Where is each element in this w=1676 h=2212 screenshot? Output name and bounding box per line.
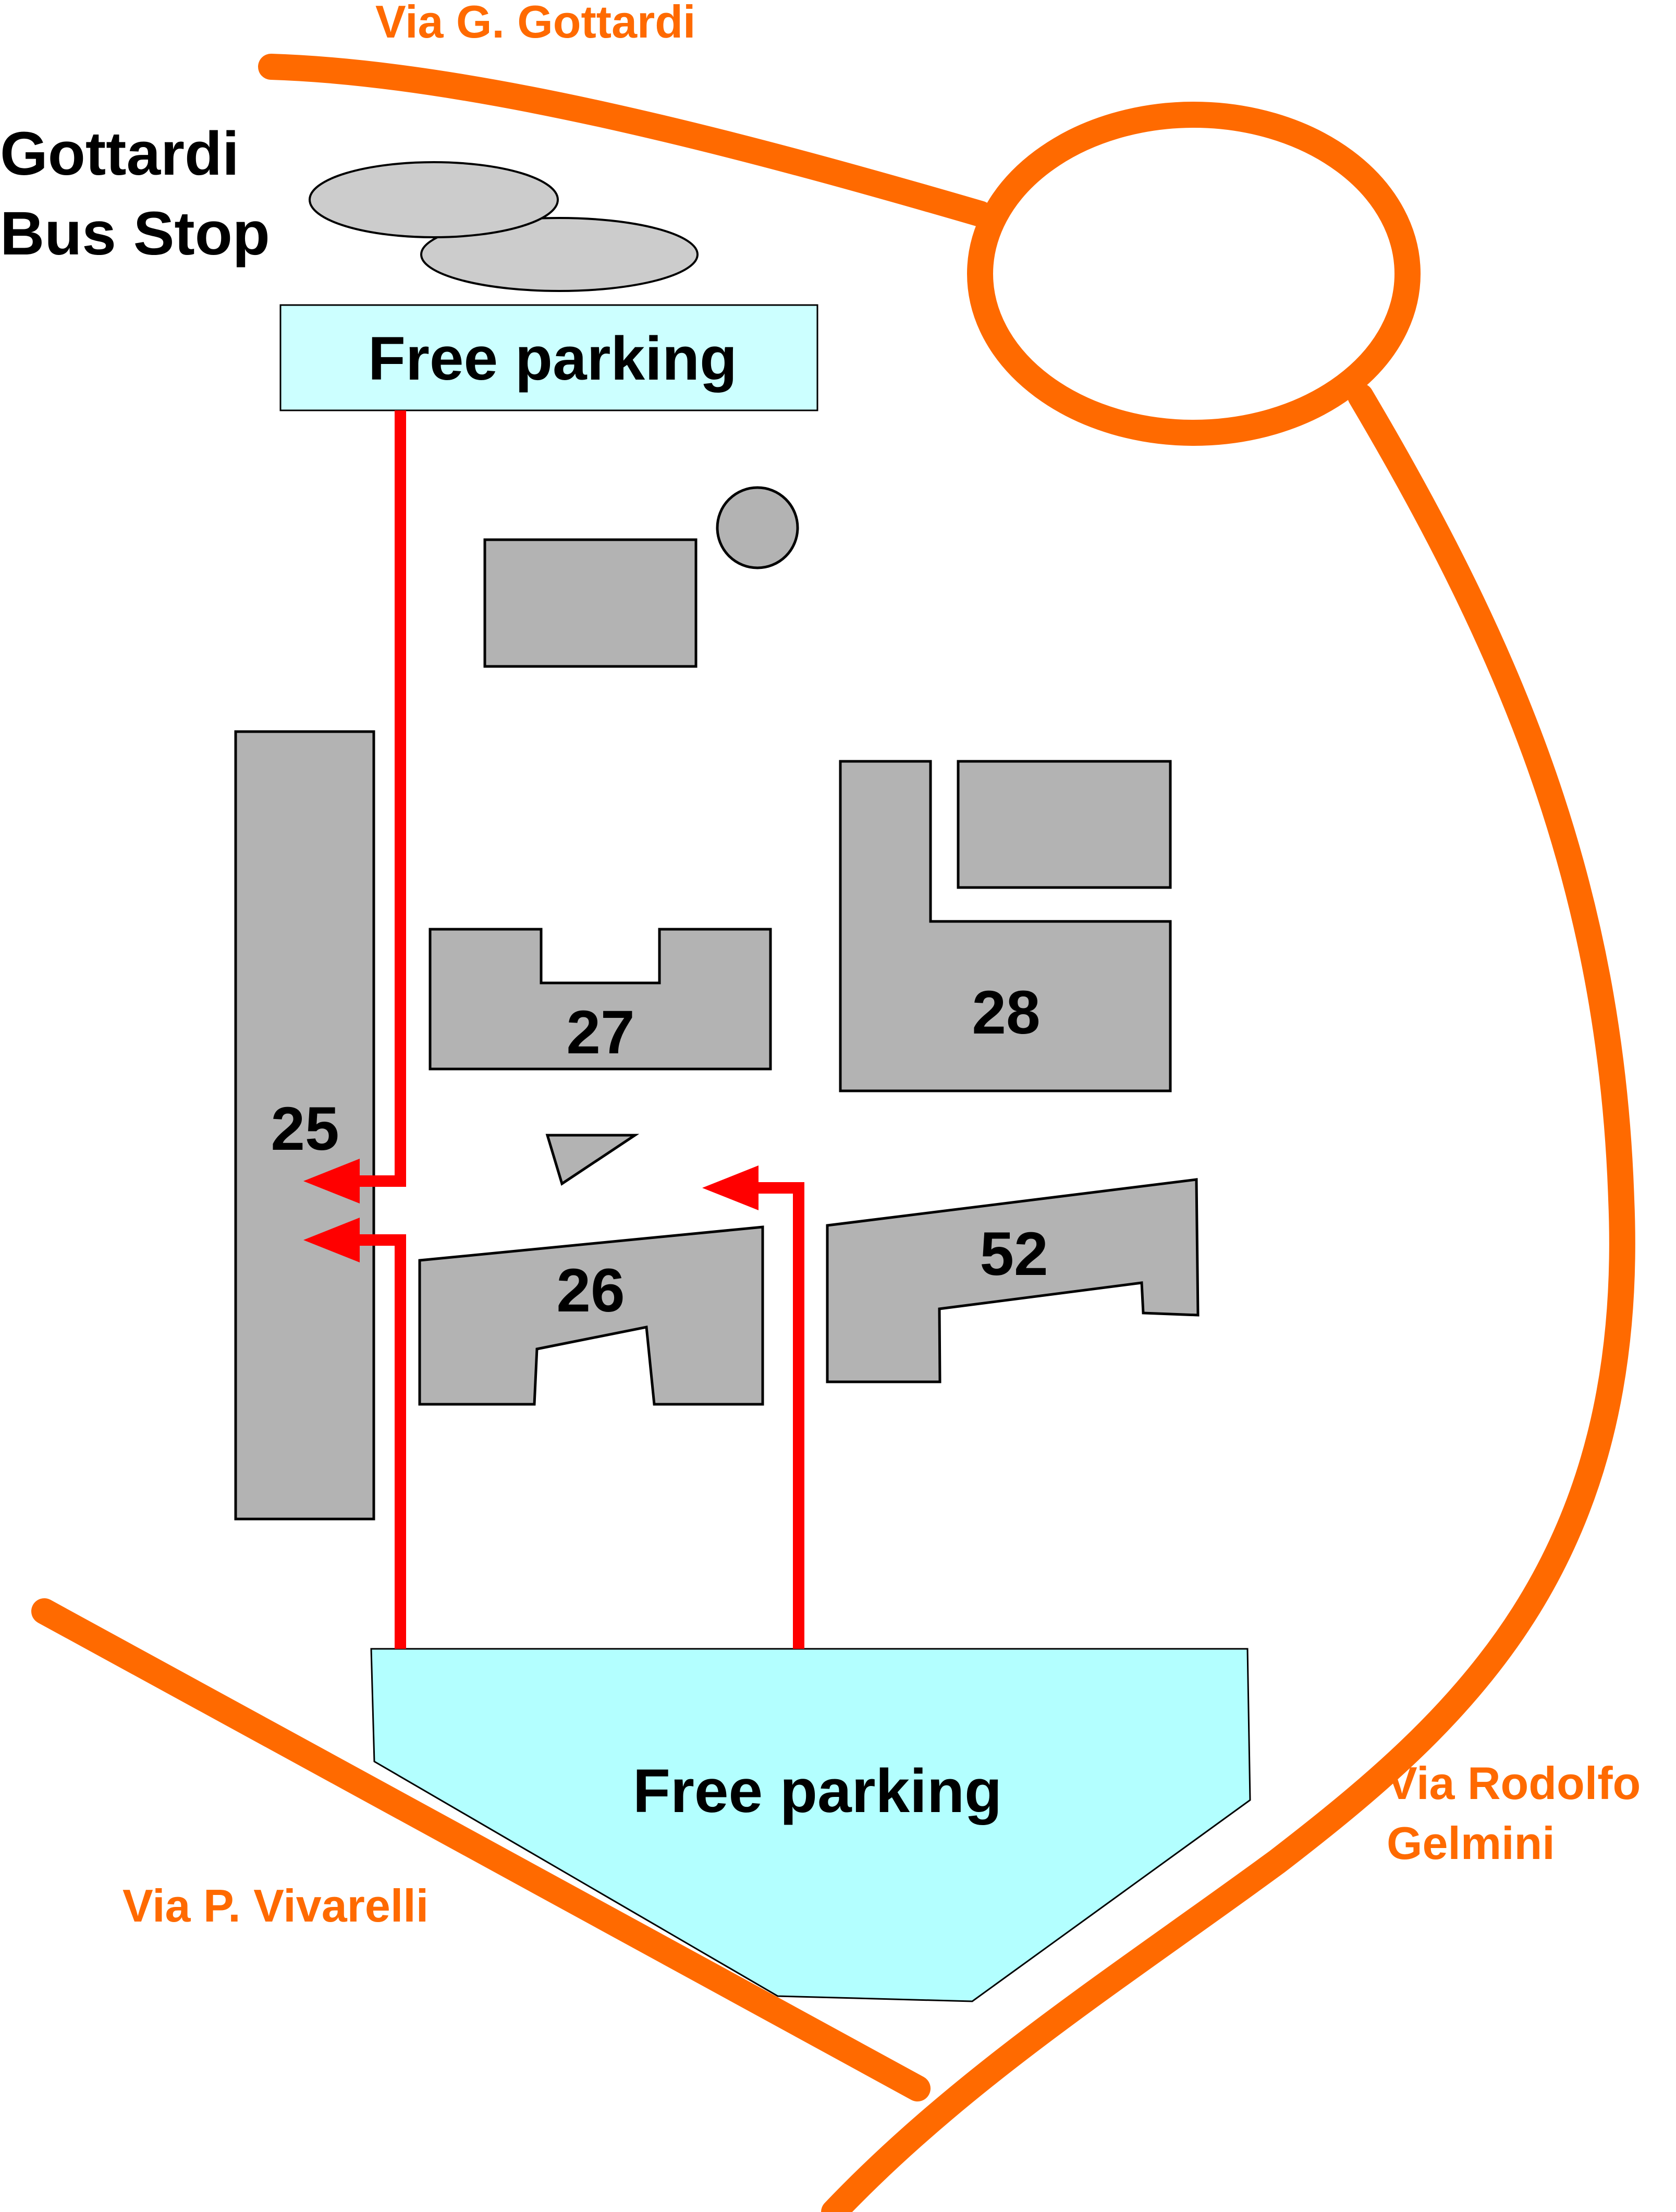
street-label-gelmini-line1: Via Rodolfo (1387, 1757, 1641, 1809)
building-26 (418, 1225, 764, 1406)
roads (31, 54, 1635, 2212)
bus-stop-shelter (309, 161, 559, 238)
building-27 (429, 928, 772, 1071)
route-arrowhead (702, 1165, 759, 1210)
building-label-52: 52 (980, 1220, 1048, 1289)
building-52 (826, 1178, 1200, 1383)
route-bottom-parking-to-26-52 (759, 1182, 804, 1649)
parking-label-bottom: Free parking (633, 1757, 1002, 1826)
building-north-round (716, 486, 799, 569)
building-label-25: 25 (271, 1095, 339, 1163)
parking-lot-top (279, 304, 818, 411)
road-roundabout (967, 102, 1421, 446)
street-label-gelmini-line2: Gelmini (1387, 1817, 1555, 1869)
parking-lot-bottom (370, 1648, 1251, 2002)
street-label-vivarelli: Via P. Vivarelli (123, 1880, 429, 1931)
parking-label-top: Free parking (368, 324, 737, 393)
buildings (234, 486, 1200, 1521)
building-25 (234, 730, 375, 1521)
route-bottom-parking-to-25 (360, 1234, 406, 1649)
route-top-parking-to-25 (360, 410, 406, 1187)
road-via-gelmini (821, 383, 1635, 2212)
bus-stop-shelter (420, 217, 699, 292)
building-north-rect (483, 538, 698, 668)
route-arrowhead (303, 1159, 360, 1204)
street-label-gottardi: Via G. Gottardi (375, 0, 696, 47)
road-via-vivarelli (31, 1598, 931, 2101)
building-label-28: 28 (972, 978, 1040, 1047)
bus-stop-label-line2: Bus Stop (0, 199, 270, 268)
bus-stop-label-line1: Gottardi (0, 119, 239, 188)
walking-routes (303, 410, 804, 1649)
road-via-gottardi (258, 54, 993, 227)
building-28 (839, 760, 1172, 1092)
building-label-26: 26 (556, 1256, 625, 1325)
building-small-triangle (545, 1134, 640, 1186)
building-28-annex (957, 760, 1172, 889)
building-label-27: 27 (566, 998, 634, 1067)
route-arrowhead (303, 1218, 360, 1262)
bus-stop-shelters (309, 161, 699, 292)
